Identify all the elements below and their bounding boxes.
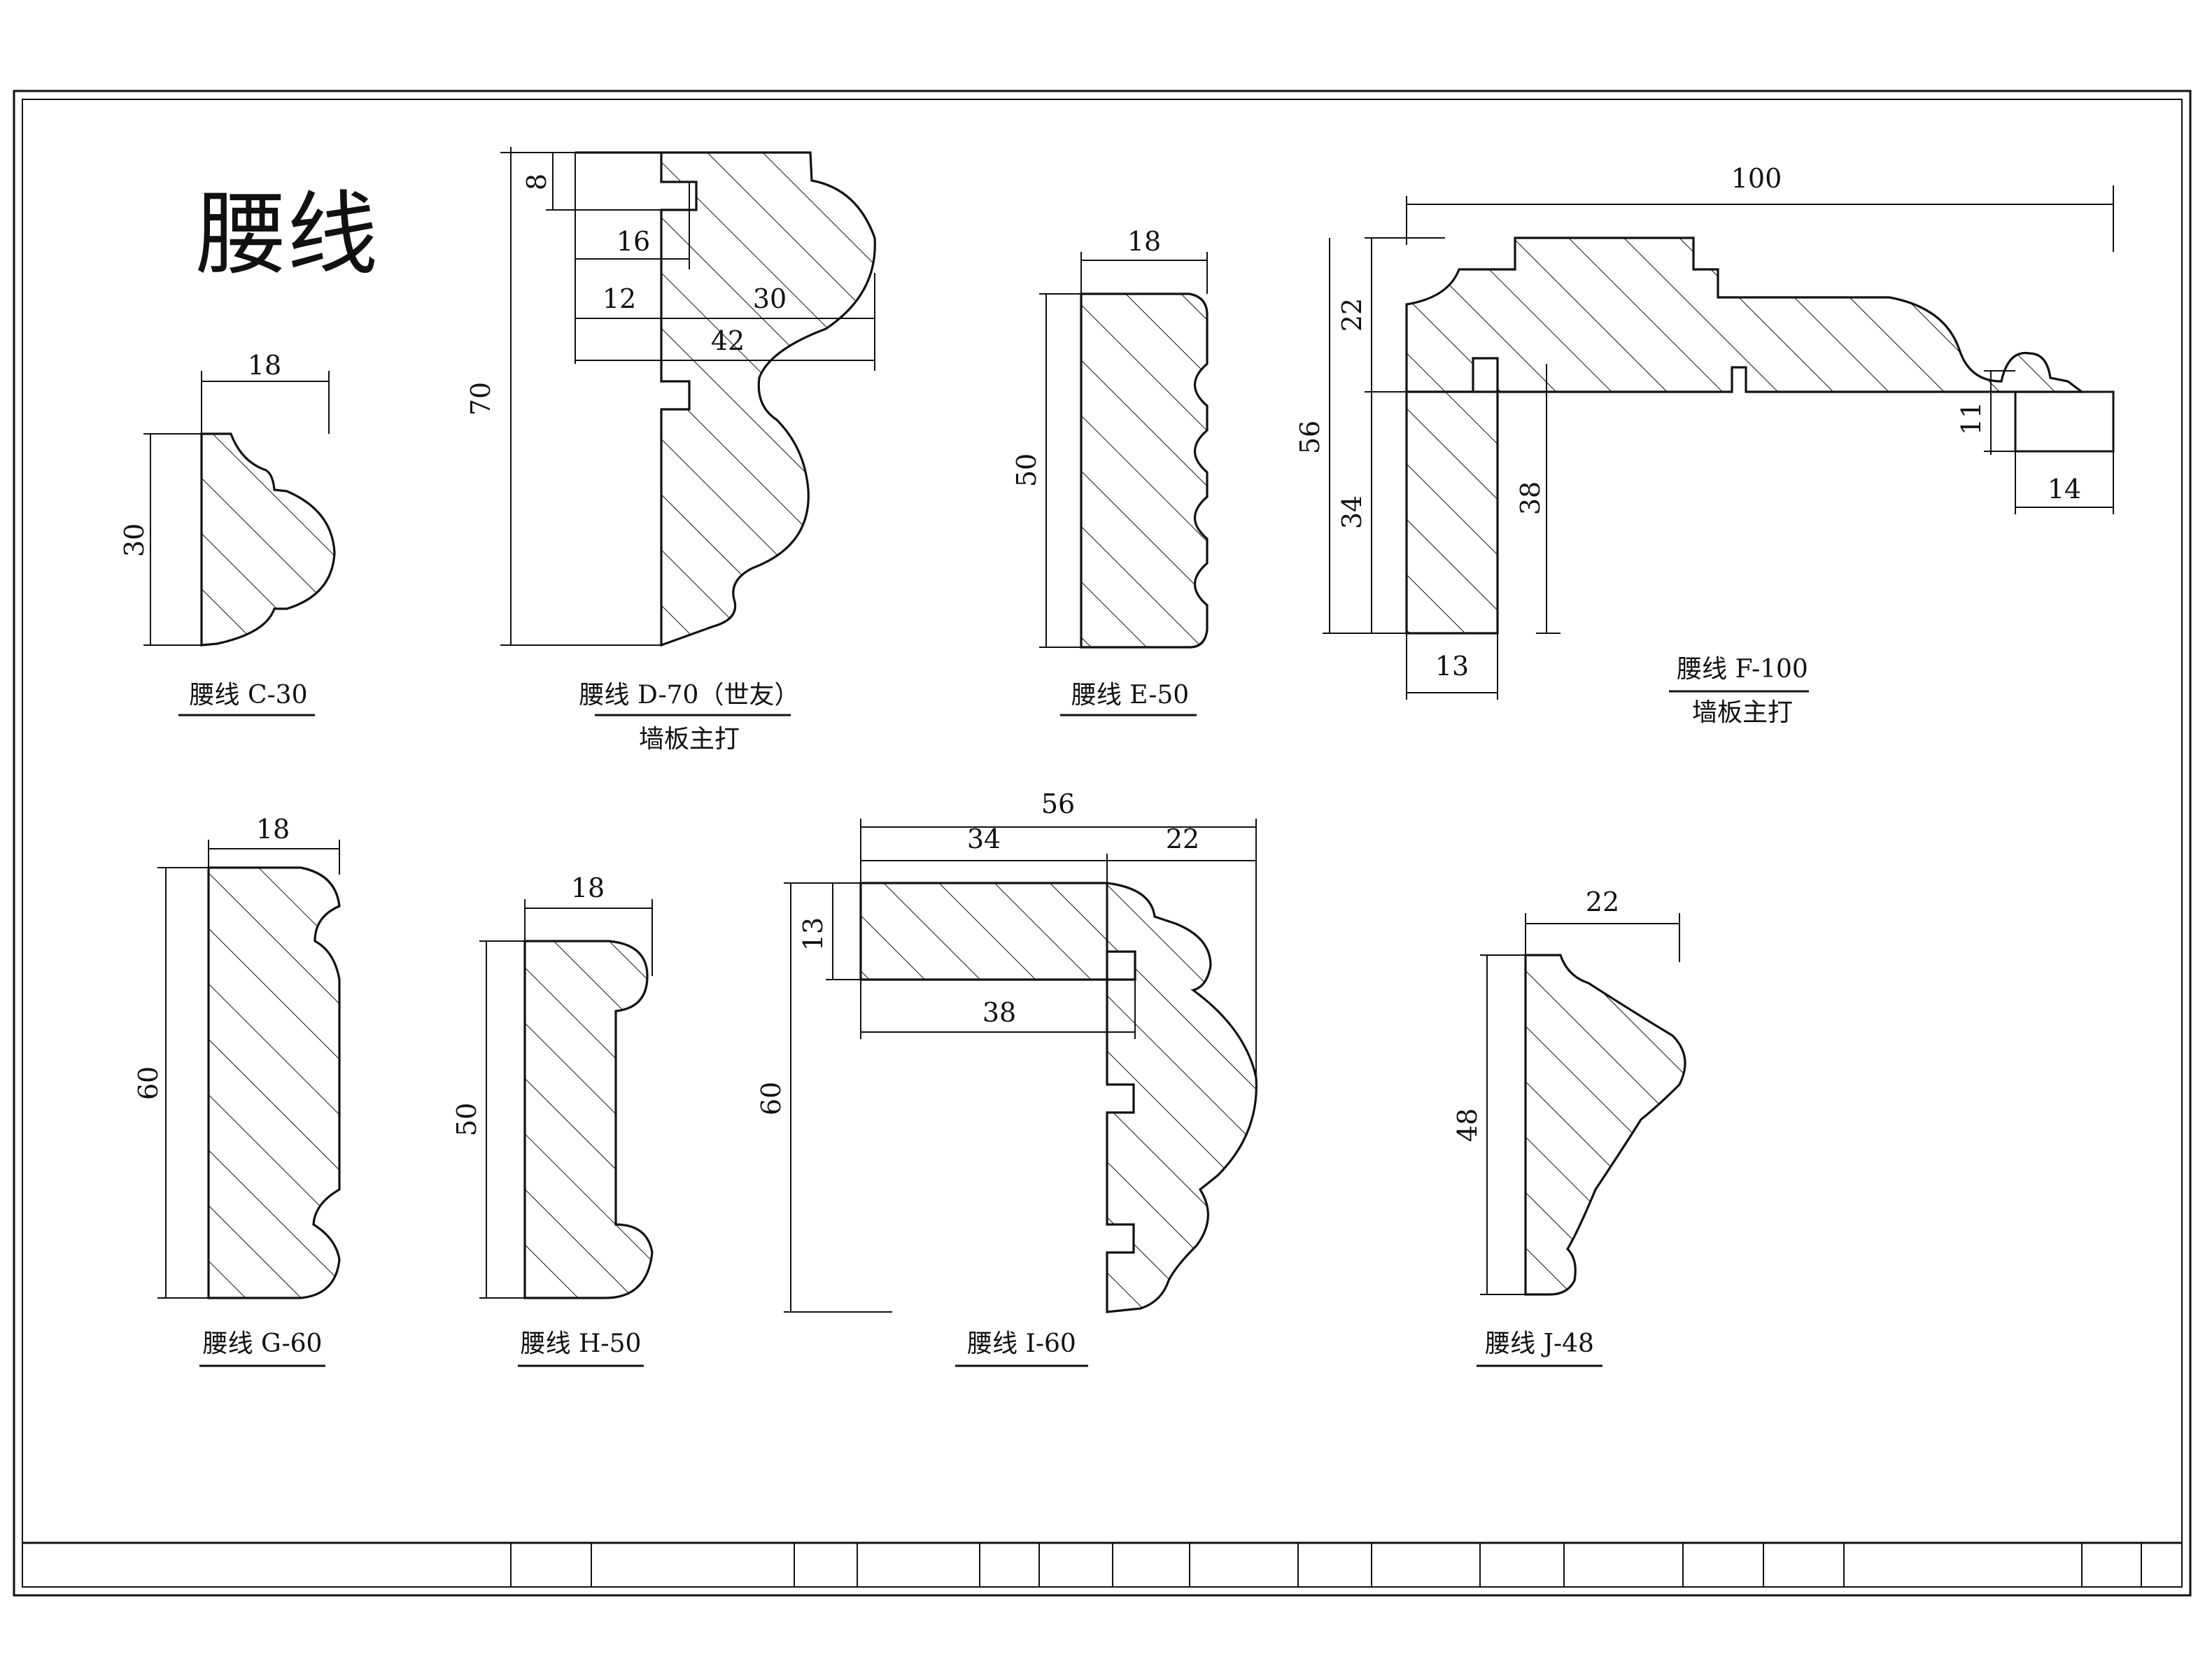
caption-c30: 腰线 C-30 [190,681,308,710]
dim-f-56: 56 [1295,421,1325,454]
dim-d-12: 12 [603,283,636,314]
profile-e50: 18 50 腰线 E-50 [1011,226,1209,717]
dim-d-70: 70 [465,382,496,416]
dim-j-width: 22 [1586,887,1619,917]
dim-d-8: 8 [521,174,552,190]
title-block [22,1541,2182,1587]
caption-j48: 腰线 J-48 [1485,1329,1594,1358]
sheet-title: 腰线 [196,181,378,288]
dim-i-60: 60 [756,1082,787,1115]
dim-h-height: 50 [451,1103,482,1136]
dim-i-56: 56 [1041,789,1075,819]
note-d70: 墙板主打 [639,725,740,754]
profile-j48: 22 48 腰线 J-48 [1452,887,1686,1367]
dim-f-13: 13 [1435,651,1469,682]
dim-c-height: 30 [119,523,150,557]
dim-i-13: 13 [798,917,829,951]
caption-h50: 腰线 H-50 [521,1329,642,1358]
profile-i60: 56 34 22 13 38 60 腰线 I-60 [756,789,1258,1367]
dim-e-height: 50 [1011,453,1042,487]
caption-f100: 腰线 F-100 [1677,655,1808,684]
profile-g60: 18 60 腰线 G-60 [133,814,341,1367]
profile-f100: 100 22 56 34 38 13 11 14 腰线 F-100 墙板主打 [1295,163,2115,727]
dim-g-height: 60 [133,1066,164,1100]
dim-e-width: 18 [1127,226,1161,257]
dim-f-14: 14 [2048,474,2081,504]
dim-d-16: 16 [617,226,650,257]
profile-h50: 18 50 腰线 H-50 [451,873,654,1367]
note-f100: 墙板主打 [1692,698,1793,727]
dim-h-width: 18 [571,873,605,903]
inner-border [22,99,2183,1588]
dim-d-42: 42 [711,325,745,356]
dim-f-11: 11 [1956,402,1987,435]
profile-d70: 8 16 12 30 42 70 腰线 D-70（世友） 墙板主打 [465,147,876,754]
dim-c-width: 18 [248,350,281,381]
dim-f-34: 34 [1337,495,1367,529]
dim-f-22: 22 [1337,298,1367,332]
dim-i-34: 34 [967,824,1001,854]
dim-j-height: 48 [1452,1108,1483,1142]
caption-i60: 腰线 I-60 [967,1329,1076,1358]
dim-f-38: 38 [1515,481,1546,515]
profile-c30: 18 30 腰线 C-30 [119,350,336,717]
dim-f-100: 100 [1731,163,1782,194]
dim-d-30: 30 [753,283,787,314]
dim-g-width: 18 [256,814,290,845]
caption-e50: 腰线 E-50 [1071,681,1189,710]
caption-g60: 腰线 G-60 [203,1329,323,1358]
dim-i-38: 38 [982,997,1016,1028]
dim-i-22: 22 [1166,824,1199,854]
caption-d70: 腰线 D-70（世友） [579,681,800,710]
outer-border [13,90,2192,1597]
